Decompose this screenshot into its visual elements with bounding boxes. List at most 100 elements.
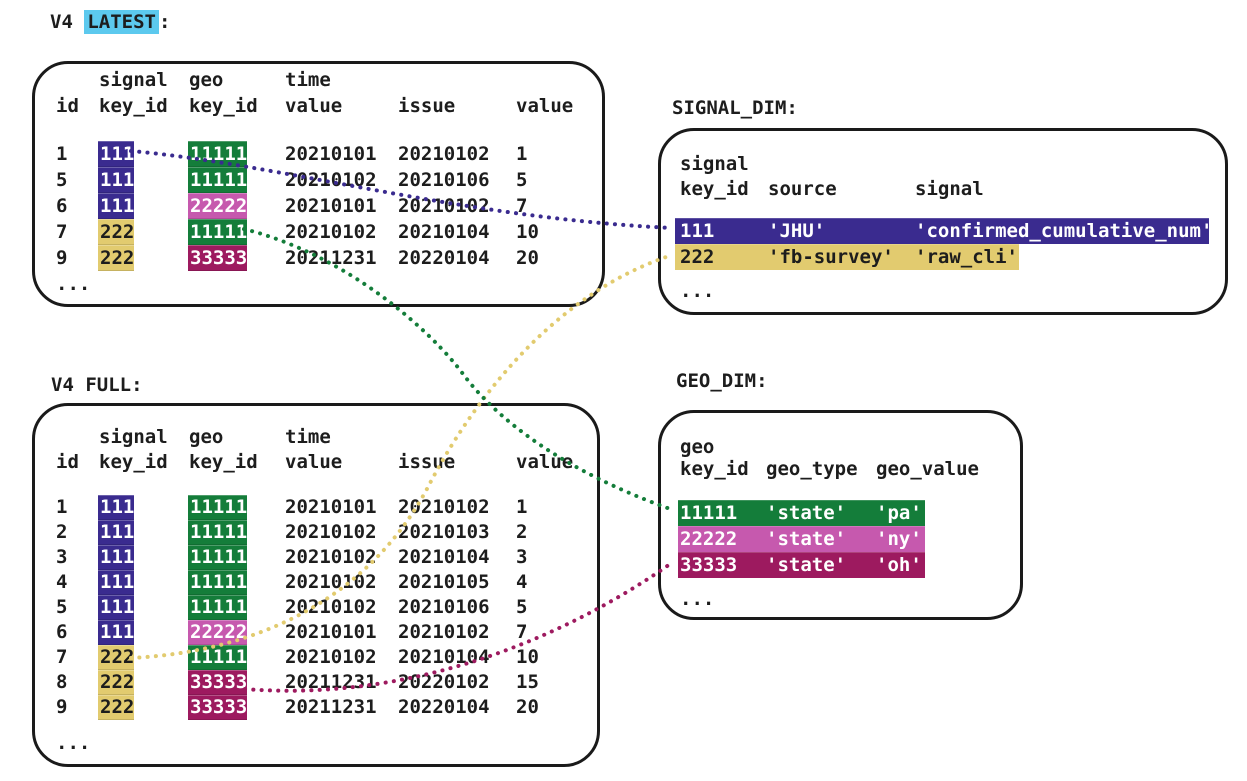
id-cell: 9 — [56, 247, 68, 269]
time-value-cell: 20210102 — [285, 521, 377, 543]
signal-key-id-cell: 222 — [98, 670, 135, 695]
signal-cell: 'confirmed_cumulative_num' — [915, 220, 1213, 242]
key-id-cell: 222 — [680, 246, 715, 268]
geo-type-cell: 'state' — [766, 502, 847, 524]
col-header-issue: issue — [398, 95, 456, 117]
geo-key-id-cell: 22222 — [188, 620, 248, 645]
geo-dim-row-highlight — [678, 552, 925, 578]
id-cell: 7 — [56, 646, 68, 668]
v4-latest-title-prefix: V4 — [50, 11, 85, 33]
issue-cell: 20210102 — [398, 195, 490, 217]
geo-key-id-cell: 11111 — [188, 219, 248, 245]
time-value-cell: 20210101 — [285, 143, 377, 165]
value-cell: 10 — [516, 221, 539, 243]
col-header-key-id: key_id — [680, 458, 749, 480]
geo-key-id-cell: 33333 — [188, 695, 248, 720]
issue-cell: 20210103 — [398, 521, 490, 543]
id-cell: 1 — [56, 496, 68, 518]
value-cell: 7 — [516, 621, 528, 643]
signal-key-id-cell: 222 — [98, 645, 135, 670]
col-header-source: source — [768, 178, 837, 200]
value-cell: 1 — [516, 143, 528, 165]
issue-cell: 20210102 — [398, 143, 490, 165]
v4-latest-title: V4 LATEST: — [50, 10, 171, 34]
signal-key-id-cell: 111 — [98, 545, 135, 570]
signal-dim-table: signal key_id source signal ... 111'JHU'… — [658, 128, 1228, 315]
v4-latest-table: signal geo time id key_id key_id value i… — [32, 61, 605, 307]
signal-key-id-cell: 222 — [98, 219, 135, 245]
v4-latest-title-suffix: : — [158, 11, 171, 33]
col-header-signal-key-id: key_id — [99, 95, 168, 117]
col-header-signal-key-id: key_id — [99, 451, 168, 473]
ellipsis: ... — [680, 280, 715, 302]
signal-key-id-cell: 111 — [98, 595, 135, 620]
geo-key-id-cell: 33333 — [188, 670, 248, 695]
geo-key-id-cell: 11111 — [188, 570, 248, 595]
ellipsis: ... — [56, 732, 91, 754]
geo-dim-row-highlight — [678, 526, 925, 552]
time-value-cell: 20210102 — [285, 546, 377, 568]
value-cell: 20 — [516, 696, 539, 718]
value-cell: 3 — [516, 546, 528, 568]
col-header-signal: signal — [99, 69, 168, 91]
key-id-cell: 11111 — [680, 502, 738, 524]
issue-cell: 20210104 — [398, 546, 490, 568]
geo-key-id-cell: 11111 — [188, 595, 248, 620]
col-header-issue: issue — [398, 451, 456, 473]
latest-highlight: LATEST — [84, 10, 159, 34]
value-cell: 15 — [516, 671, 539, 693]
geo-dim-row-highlight — [678, 500, 925, 526]
issue-cell: 20210104 — [398, 646, 490, 668]
id-cell: 3 — [56, 546, 68, 568]
signal-key-id-cell: 222 — [98, 245, 135, 271]
key-id-cell: 33333 — [680, 554, 738, 576]
key-id-cell: 111 — [680, 220, 715, 242]
col-header-geo-key-id: key_id — [189, 451, 258, 473]
time-value-cell: 20210101 — [285, 195, 377, 217]
col-header-key-id: key_id — [680, 178, 749, 200]
signal-key-id-cell: 111 — [98, 495, 135, 520]
col-header-geo-value: geo_value — [876, 458, 979, 480]
col-header-geo: geo — [189, 69, 224, 91]
source-cell: 'JHU' — [768, 220, 826, 242]
geo-key-id-cell: 11111 — [188, 545, 248, 570]
id-cell: 1 — [56, 143, 68, 165]
geo-dim-table: geo key_id geo_type geo_value ... 11111 '… — [658, 410, 1023, 620]
time-value-cell: 20210102 — [285, 646, 377, 668]
id-cell: 7 — [56, 221, 68, 243]
geo-key-id-cell: 22222 — [188, 193, 248, 219]
time-value-cell: 20210102 — [285, 571, 377, 593]
time-value-cell: 20211231 — [285, 696, 377, 718]
col-header-geo: geo — [680, 436, 715, 458]
col-header-id: id — [56, 95, 79, 117]
signal-key-id-cell: 111 — [98, 520, 135, 545]
geo-type-cell: 'state' — [766, 554, 847, 576]
col-header-geo-key-id: key_id — [189, 95, 258, 117]
col-header-value: value — [516, 451, 574, 473]
value-cell: 1 — [516, 496, 528, 518]
signal-key-id-cell: 111 — [98, 193, 135, 219]
geo-value-cell: 'oh' — [876, 554, 922, 576]
time-value-cell: 20211231 — [285, 247, 377, 269]
key-id-cell: 22222 — [680, 528, 738, 550]
signal-dim-row-highlight — [675, 218, 1209, 244]
geo-key-id-cell: 11111 — [188, 141, 248, 167]
id-cell: 5 — [56, 169, 68, 191]
time-value-cell: 20210101 — [285, 621, 377, 643]
signal-key-id-cell: 111 — [98, 141, 135, 167]
geo-key-id-cell: 33333 — [188, 245, 248, 271]
col-header-geo-type: geo_type — [766, 458, 858, 480]
col-header-time: time — [285, 426, 331, 448]
value-cell: 5 — [516, 169, 528, 191]
id-cell: 9 — [56, 696, 68, 718]
ellipsis: ... — [680, 588, 715, 610]
value-cell: 20 — [516, 247, 539, 269]
geo-key-id-cell: 11111 — [188, 167, 248, 193]
id-cell: 5 — [56, 596, 68, 618]
value-cell: 4 — [516, 571, 528, 593]
signal-cell: 'raw_cli' — [915, 246, 1018, 268]
signal-key-id-cell: 111 — [98, 167, 135, 193]
signal-key-id-cell: 111 — [98, 570, 135, 595]
signal-dim-title: SIGNAL_DIM: — [672, 97, 798, 119]
issue-cell: 20210106 — [398, 596, 490, 618]
